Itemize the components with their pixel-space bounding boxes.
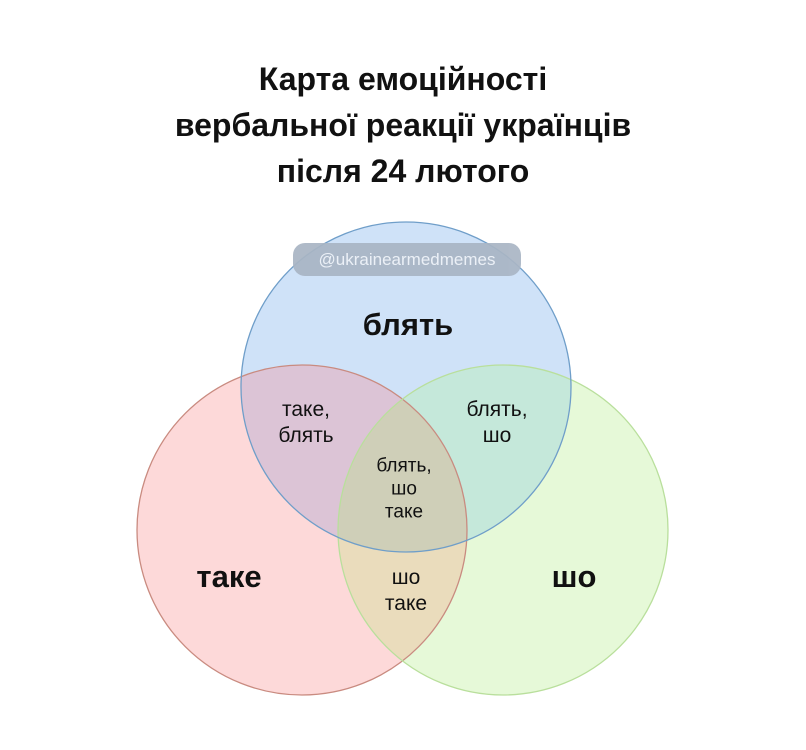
title-line-2: вербальної реакції українців (174, 107, 632, 143)
overlap-all (338, 365, 467, 552)
title-line-3: після 24 лютого (276, 153, 530, 189)
label-blyat-sho: блять, шо (466, 398, 528, 447)
label-all: блять, шо таке (376, 455, 432, 523)
label-blyat: блять (362, 307, 454, 342)
label-sho-take: шо таке (384, 566, 428, 615)
title-line-1: Карта емоційності (258, 61, 548, 97)
watermark-badge: @ukrainearmedmemes (293, 243, 521, 276)
label-take: таке (196, 559, 262, 594)
page-title: Карта емоційності вербальної реакції укр… (0, 56, 806, 194)
label-take-blyat: таке, блять (278, 398, 334, 447)
label-sho: шо (551, 559, 597, 594)
